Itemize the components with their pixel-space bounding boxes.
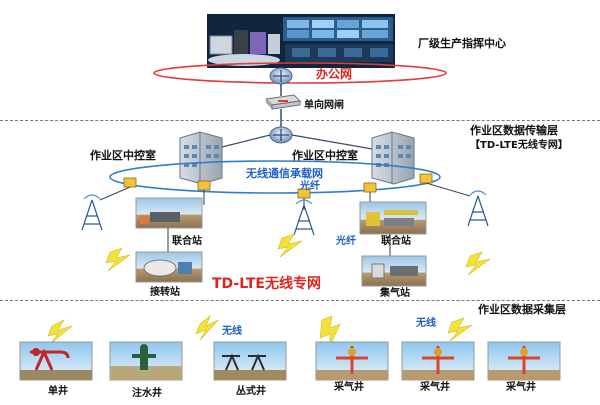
wireless-bolt-5 [195, 315, 219, 341]
control-room-right-label: 作业区中控室 [292, 149, 358, 162]
well-label-single: 单井 [48, 386, 68, 397]
joint-station-right-image [359, 201, 427, 235]
office-network-label: 办公网 [316, 67, 353, 81]
water-injection-well-image [109, 341, 183, 381]
wireless-bolt-3 [465, 251, 491, 276]
wireless-bolt-1 [105, 247, 131, 272]
layer-divider-transport [0, 120, 600, 121]
transport-layer-title: 作业区数据传输层 [470, 124, 558, 137]
wireless-label-2: 无线 [416, 318, 436, 329]
wireless-label-1: 无线 [222, 326, 242, 337]
cluster-well-image [213, 341, 287, 381]
command-center-label: 厂级生产指挥中心 [418, 37, 506, 50]
collect-layer-title: 作业区数据采集层 [478, 303, 566, 316]
fiber-label-right: 光纤 [336, 236, 356, 247]
bearer-network-label: 无线通信承载网 [246, 167, 323, 180]
control-building-right-icon [371, 131, 415, 185]
gas-gathering-station-image [361, 255, 427, 287]
fiber-label-center: 光纤 [300, 181, 320, 192]
well-label-water-injection: 注水井 [132, 388, 162, 399]
office-network-ring [153, 62, 447, 84]
tower-icon-1 [81, 194, 103, 231]
transport-router-icon [269, 126, 293, 144]
gas-well-image-3 [487, 341, 561, 381]
office-router-icon [269, 67, 293, 85]
layer-divider-collect [0, 300, 600, 301]
control-building-left-icon [179, 131, 223, 185]
well-label-gas-3: 采气井 [506, 382, 536, 393]
bearer-network-ring [109, 160, 441, 194]
wireless-bolt-7 [447, 317, 473, 342]
gas-station-label: 集气站 [380, 288, 410, 299]
gas-well-image-2 [401, 341, 475, 381]
gateway-icon [264, 94, 302, 110]
well-label-gas-1: 采气井 [334, 382, 364, 393]
control-room-left-label: 作业区中控室 [90, 149, 156, 162]
transport-layer-subtitle: 【TD-LTE无线专网】 [470, 140, 568, 151]
wireless-bolt-4 [47, 319, 73, 345]
joint-station-left-label: 联合站 [172, 236, 202, 247]
bbu-icon-2 [197, 180, 211, 191]
gas-well-image-1 [315, 341, 389, 381]
transfer-station-label: 接转站 [150, 287, 180, 298]
transfer-station-image [135, 251, 203, 283]
command-center-image [207, 14, 395, 68]
gateway-label: 单向网闸 [304, 100, 344, 111]
wireless-bolt-2 [277, 233, 303, 258]
bbu-icon-1 [123, 177, 137, 188]
well-label-gas-2: 采气井 [420, 382, 450, 393]
wireless-bolt-6 [319, 315, 341, 347]
joint-station-left-image [135, 197, 203, 229]
lte-private-network-label: TD-LTE无线专网 [212, 276, 321, 292]
well-label-cluster: 丛式井 [236, 386, 266, 397]
single-well-image [19, 341, 93, 381]
tower-icon-3 [467, 190, 489, 227]
bbu-icon-4 [363, 182, 377, 193]
joint-station-right-label: 联合站 [381, 236, 411, 247]
tower-icon-2 [293, 199, 315, 236]
bbu-icon-5 [419, 173, 433, 184]
